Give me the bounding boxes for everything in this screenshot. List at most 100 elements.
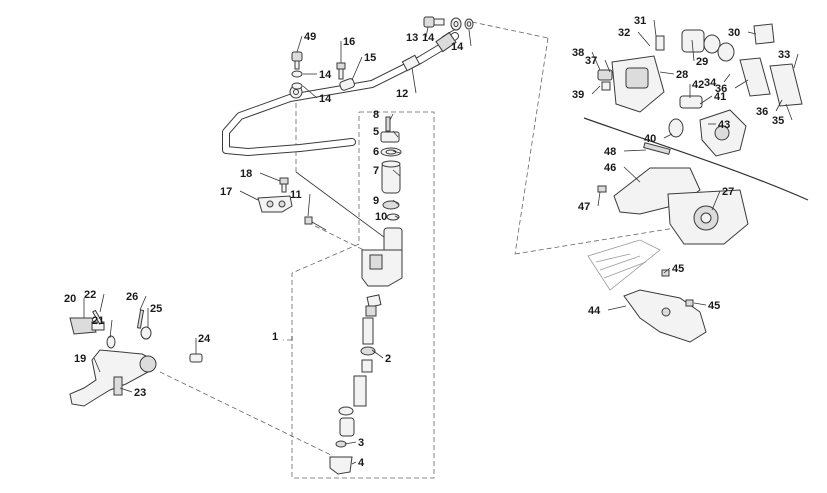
bolt-11	[304, 216, 327, 231]
caliper-assembled	[597, 142, 749, 245]
leader-line-c9	[392, 199, 400, 206]
leader-line-c15	[351, 56, 363, 81]
leader-line-c19	[93, 357, 101, 373]
callout-c44: 44	[588, 305, 601, 317]
leader-line-c36b	[775, 99, 783, 112]
leader-line-c47	[597, 191, 601, 207]
leader-line-c29	[691, 39, 695, 62]
banjo-bolt-13	[423, 16, 445, 28]
callout-c24: 24	[198, 333, 211, 345]
callout-c47: 47	[578, 201, 590, 213]
leader-line-c10	[394, 215, 400, 219]
reservoir-cap-assembly	[380, 116, 402, 221]
leader-line-c14b	[468, 29, 472, 47]
callout-c36b: 36	[756, 106, 768, 118]
clevis-and-nut	[329, 440, 353, 475]
callout-c3: 3	[358, 437, 364, 449]
callout-c12: 12	[396, 88, 408, 100]
leader-line-c40	[663, 133, 673, 139]
callout-c31: 31	[634, 15, 646, 27]
bolt-18	[279, 177, 289, 193]
leader-line-c44	[607, 305, 627, 311]
callout-c19: 19	[74, 353, 86, 365]
callout-c14a: 14	[422, 32, 435, 44]
leader-line-c18	[259, 172, 281, 182]
callout-c45b: 45	[708, 300, 720, 312]
callout-c39: 39	[572, 89, 584, 101]
leader-line-c12	[411, 67, 417, 94]
leader-line-c30	[747, 31, 757, 35]
callout-c13: 13	[406, 32, 418, 44]
washer-14-top	[450, 17, 474, 31]
caliper-box	[583, 117, 809, 201]
callout-c28: 28	[676, 69, 688, 81]
leader-line-c7	[392, 169, 401, 177]
callout-c14b: 14	[451, 41, 464, 53]
leader-line-c34	[723, 73, 731, 83]
callout-c5: 5	[373, 126, 379, 138]
disc-guard-44	[623, 269, 707, 343]
banjo-bolt-49	[291, 51, 303, 90]
leader-line-c26	[139, 295, 147, 311]
wheel-hub-ghost	[587, 239, 661, 291]
leader-line-c14d	[302, 85, 318, 99]
pedal-link-reference-line	[159, 371, 334, 457]
callout-c48: 48	[604, 146, 616, 158]
leader-line-c35	[785, 103, 793, 121]
master-cylinder-group-outline	[283, 111, 435, 479]
callout-c23: 23	[134, 387, 146, 399]
callout-c49: 49	[304, 31, 316, 43]
leader-line-c45a	[663, 267, 671, 274]
leader-line-c49	[296, 35, 303, 53]
leader-line-c39	[591, 85, 601, 95]
caliper-exploded	[597, 23, 803, 157]
hose-to-caliper-reference-line	[471, 21, 549, 39]
leader-line-c41	[699, 95, 713, 105]
leader-line-c45b	[693, 302, 707, 306]
master-cylinder-body	[361, 227, 403, 287]
callout-c14d: 14	[319, 93, 332, 105]
callout-c38: 38	[572, 47, 584, 59]
callout-c37: 37	[585, 55, 597, 67]
callout-c4: 4	[358, 457, 365, 469]
leader-line-c23	[119, 387, 133, 393]
leader-line-c11	[307, 193, 311, 217]
callout-c43: 43	[718, 119, 730, 131]
callout-c26: 26	[126, 291, 138, 303]
leader-line-c48	[623, 149, 647, 152]
callout-c33: 33	[778, 49, 790, 61]
bolt-16	[336, 62, 346, 80]
leader-line-c28	[659, 71, 675, 75]
callout-c46: 46	[604, 162, 616, 174]
leader-line-c3	[344, 441, 357, 445]
piston-kit	[338, 294, 382, 437]
callout-c32: 32	[618, 27, 630, 39]
callout-c34: 34	[704, 77, 717, 89]
leader-lines	[83, 19, 799, 465]
callout-c20: 20	[64, 293, 76, 305]
hose-banjo-reference-line	[295, 171, 389, 241]
leader-line-c6	[392, 150, 401, 154]
leader-line-c14a	[441, 29, 455, 38]
callout-c17: 17	[220, 186, 232, 198]
callout-c11: 11	[290, 189, 302, 201]
callout-c41: 41	[714, 91, 726, 103]
caliper-reference-line	[514, 37, 549, 255]
leader-line-c4	[351, 461, 357, 465]
leader-line-c32	[637, 31, 651, 47]
callout-c18: 18	[240, 168, 252, 180]
leader-line-c13	[425, 26, 429, 38]
leader-line-c8	[389, 113, 394, 121]
leader-line-c17	[239, 190, 259, 201]
callout-c14c: 14	[319, 69, 332, 81]
callout-c25: 25	[150, 303, 162, 315]
leader-line-c36a	[734, 79, 749, 89]
callout-c30: 30	[728, 27, 740, 39]
leader-line-c27	[711, 190, 721, 211]
pedal-small-parts	[92, 309, 203, 363]
callout-c10: 10	[375, 211, 387, 223]
bracket-17	[257, 195, 293, 213]
leader-line-c5	[392, 130, 399, 138]
callout-c40: 40	[644, 133, 656, 145]
